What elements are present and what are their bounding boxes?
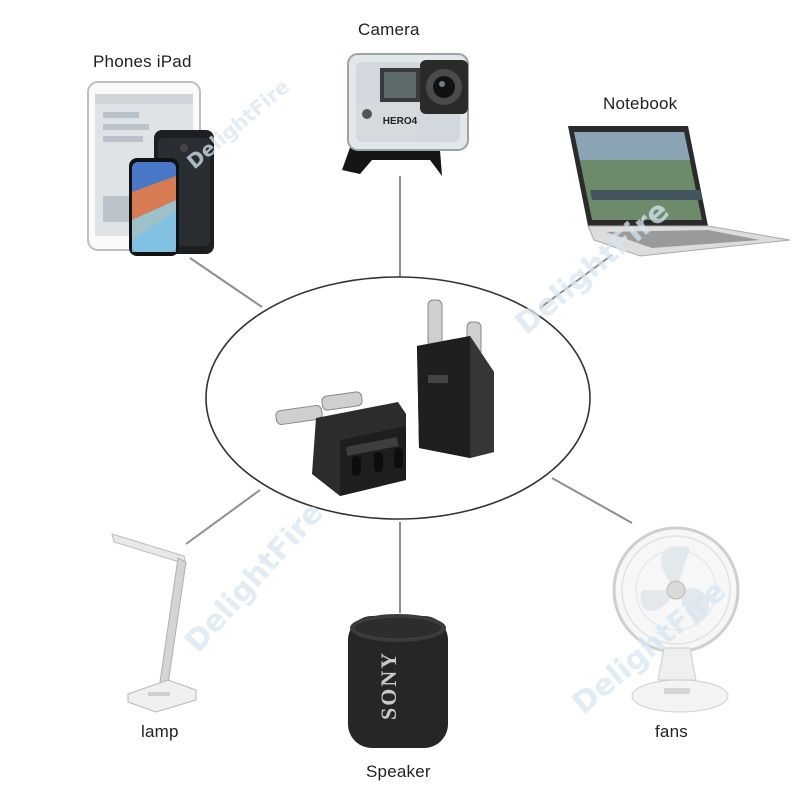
label-camera: Camera — [358, 20, 420, 39]
label-fans: fans — [655, 722, 688, 741]
label-speaker: Speaker — [366, 762, 431, 781]
camera-image: HERO4 — [342, 53, 469, 176]
plug-adapter-upright — [417, 299, 494, 458]
connector-lamp — [185, 489, 261, 545]
notebook-image — [568, 126, 791, 257]
label-lamp: lamp — [141, 722, 179, 741]
connector-fans — [551, 477, 633, 524]
speaker-brand-text: SONY — [376, 651, 401, 720]
center-ellipse — [205, 276, 591, 520]
connector-lines — [185, 176, 633, 613]
speaker-image: SONY — [348, 614, 448, 748]
label-phones: Phones iPad — [93, 52, 192, 71]
connector-phones — [189, 257, 263, 308]
plug-adapter-angled — [275, 391, 406, 496]
label-notebook: Notebook — [603, 94, 678, 113]
camera-brand-text: HERO4 — [383, 116, 418, 127]
lamp-image — [111, 533, 197, 713]
phones-image — [87, 81, 214, 256]
fan-image — [612, 526, 740, 713]
connector-notebook — [539, 254, 613, 309]
